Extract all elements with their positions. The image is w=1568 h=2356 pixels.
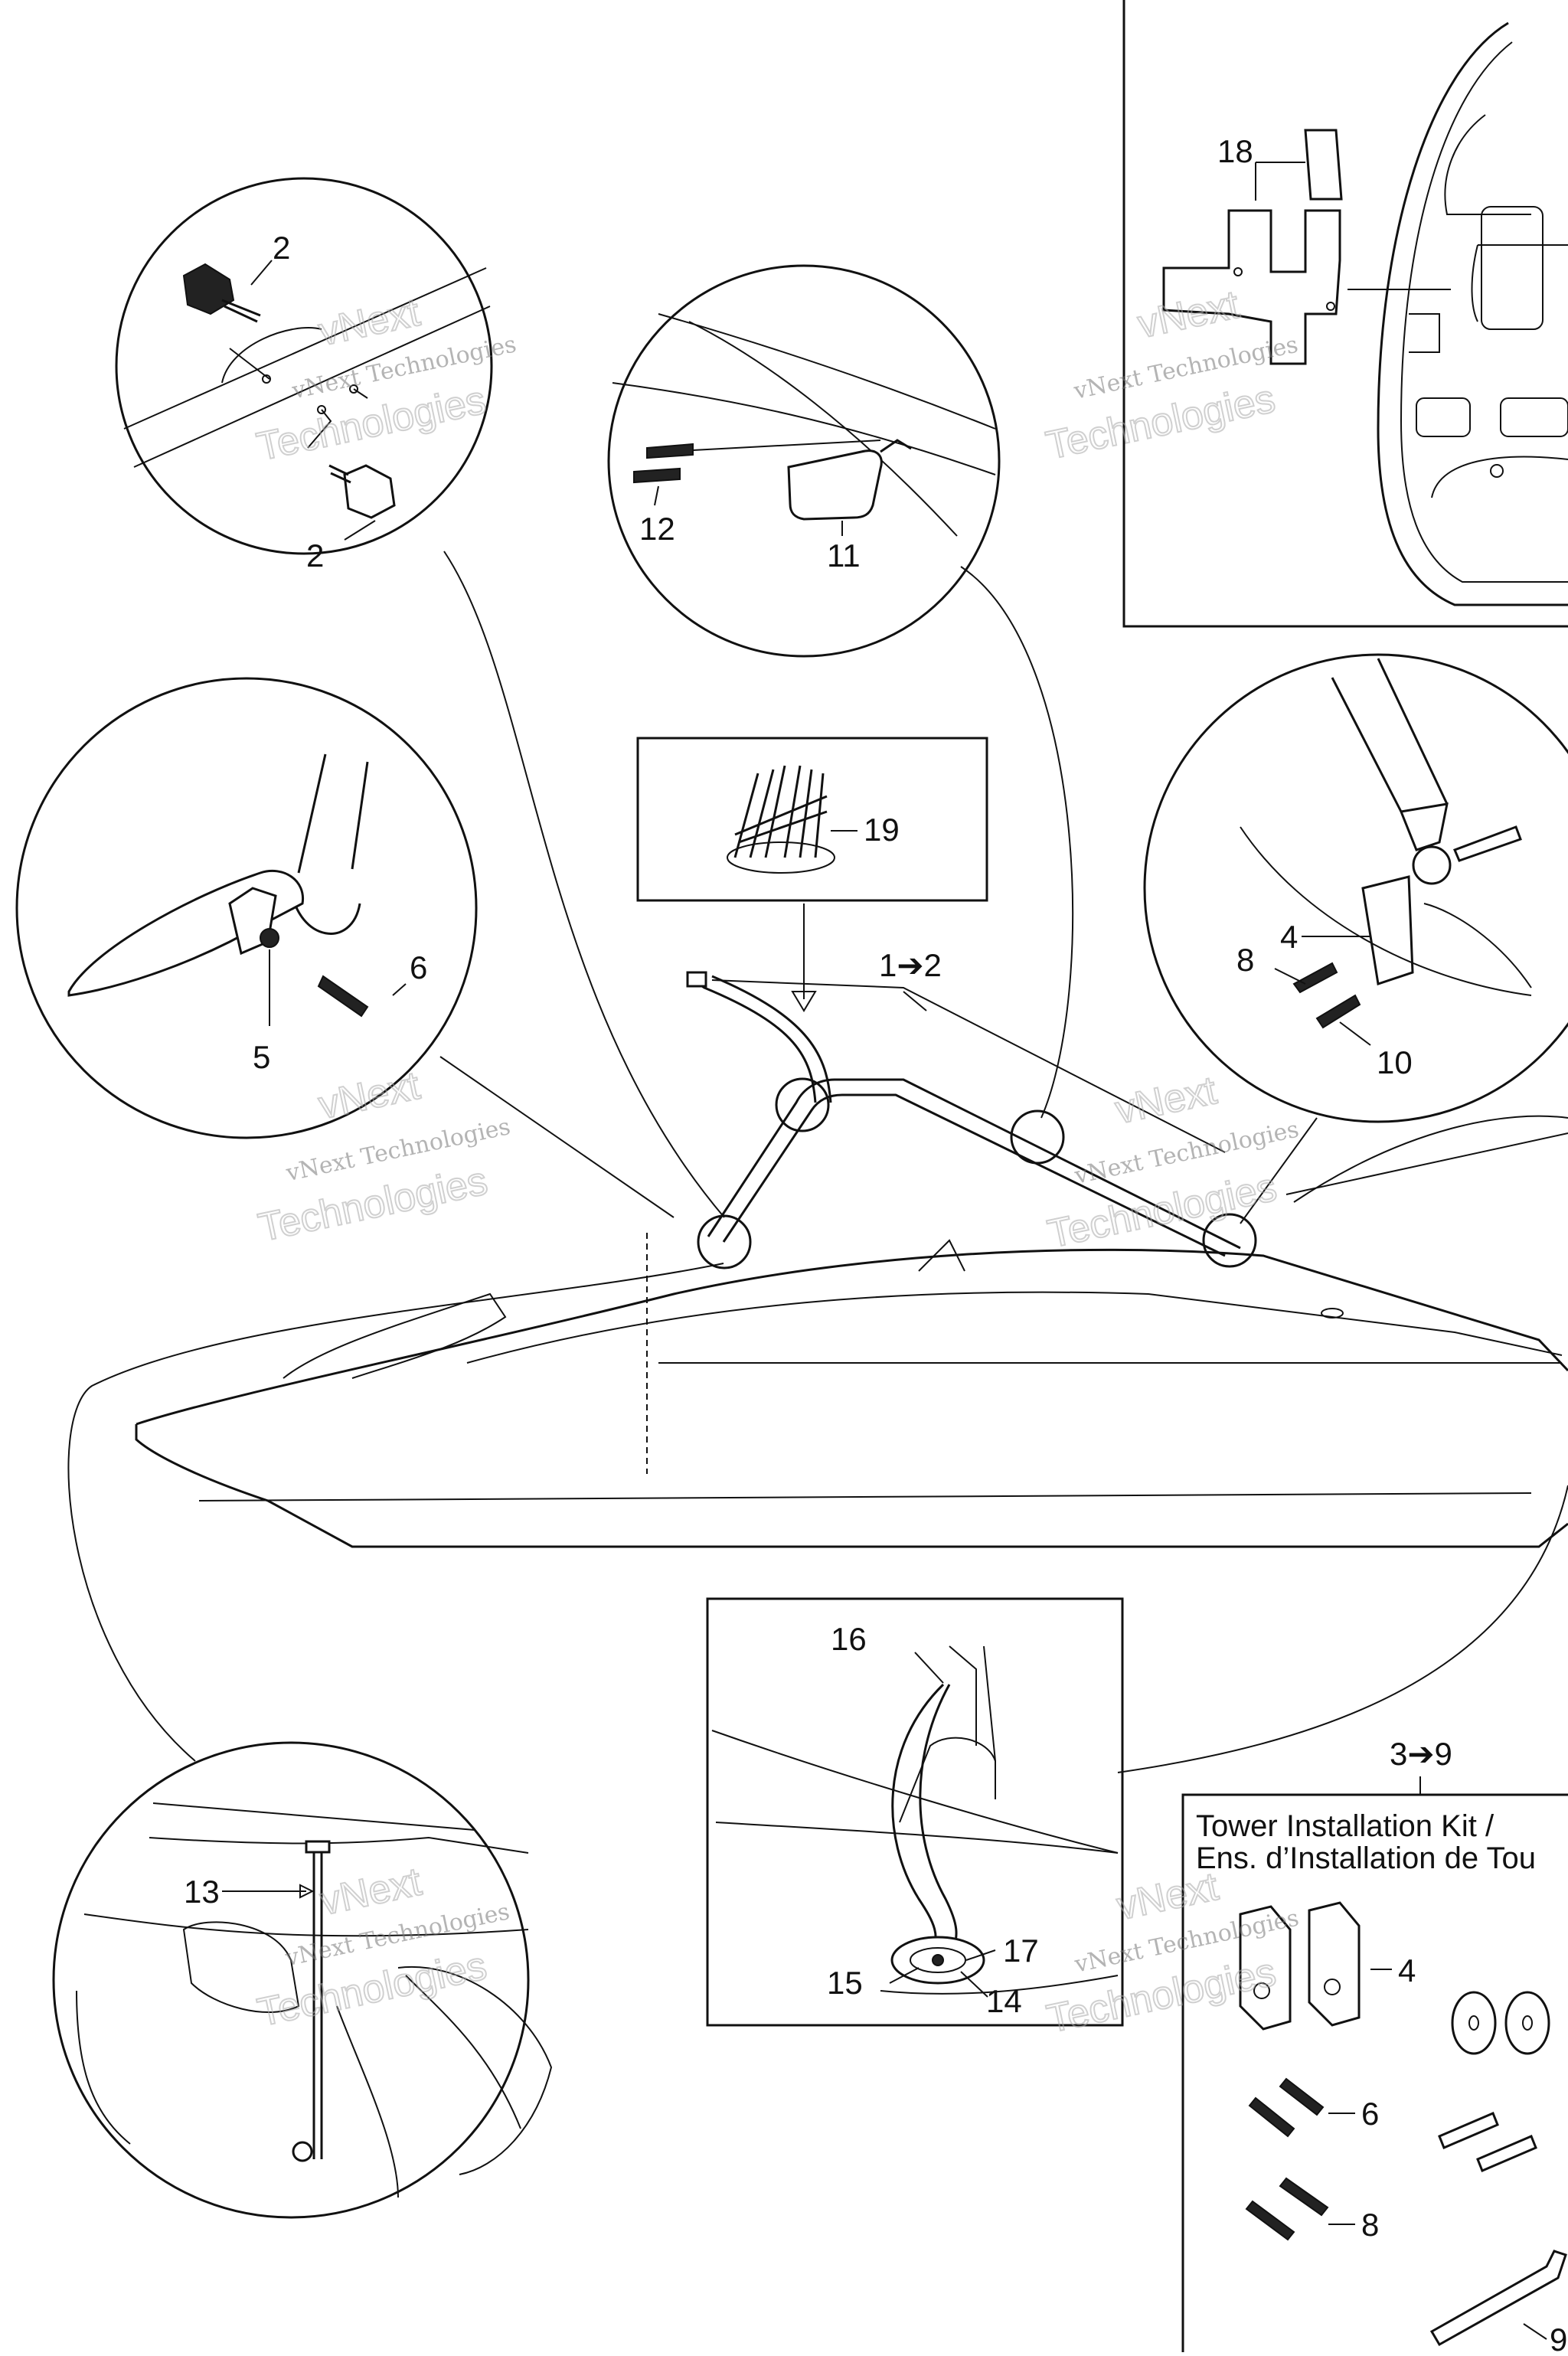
callout-16: 16: [831, 1621, 867, 1657]
detail-circle-pole: [52, 1741, 553, 2219]
watermark-4-a: vNext: [1112, 1068, 1221, 1132]
kit-title-line2: Ens. d’Installation de Tou: [1196, 1841, 1536, 1875]
callout-11: 11: [827, 538, 861, 573]
callout-1-to-2: 1➔2: [879, 947, 942, 983]
detail-circle-pivot: [15, 677, 478, 1139]
callout-9: 9: [1550, 2322, 1567, 2352]
watermark-5-a: vNext: [316, 1860, 426, 1924]
callout-4-kit: 4: [1398, 1952, 1416, 1988]
callout-6-left: 6: [410, 949, 427, 985]
detail-box-straps: [636, 737, 988, 902]
watermark-group: vNext vNext Technologies Technologies vN…: [253, 282, 1302, 2043]
leader-curves: [67, 551, 1568, 1773]
callout-6-kit: 6: [1361, 2096, 1379, 2132]
callout-4-right: 4: [1280, 919, 1298, 955]
kit-title: Tower Installation Kit / Ens. d’Installa…: [1196, 1809, 1536, 1875]
callout-2-upper: 2: [273, 230, 290, 266]
detail-box-strap-anchor: [706, 1597, 1124, 2027]
callout-14: 14: [986, 1983, 1022, 2019]
callout-19: 19: [864, 812, 900, 848]
deck-view-panel: [1122, 0, 1568, 628]
callout-8-kit: 8: [1361, 2207, 1379, 2243]
callout-leaders: [222, 260, 1547, 2340]
callout-10: 10: [1377, 1044, 1413, 1080]
detail-circle-knobs: [115, 177, 493, 555]
callout-12: 12: [639, 511, 675, 547]
detail-circle-bracket: [1143, 653, 1568, 1123]
callout-labels: 2 2 12 11 18 19 1➔2 6 5 4 8 10 16 17 15 …: [184, 133, 1567, 2356]
kit-title-line1: Tower Installation Kit /: [1196, 1809, 1494, 1843]
callout-13: 13: [184, 1874, 220, 1910]
callout-5: 5: [253, 1039, 270, 1075]
watermark-6-a: vNext: [1113, 1864, 1223, 1929]
callout-15: 15: [827, 1965, 863, 2001]
detail-circle-mirror: [607, 264, 1001, 658]
watermark-2-a: vNext: [1134, 283, 1243, 347]
callout-17: 17: [1003, 1933, 1039, 1969]
callout-8-right: 8: [1236, 942, 1254, 978]
boat-side-view: [135, 971, 1568, 1548]
watermark-3-a: vNext: [315, 1064, 424, 1128]
watermark-1-a: vNext: [315, 290, 424, 355]
watermark-1-c: Technologies: [253, 377, 490, 469]
callout-18: 18: [1217, 133, 1253, 169]
callout-3-to-9: 3➔9: [1390, 1736, 1452, 1772]
callout-2-lower: 2: [306, 538, 324, 573]
tower-installation-kit: [1181, 1776, 1568, 2352]
